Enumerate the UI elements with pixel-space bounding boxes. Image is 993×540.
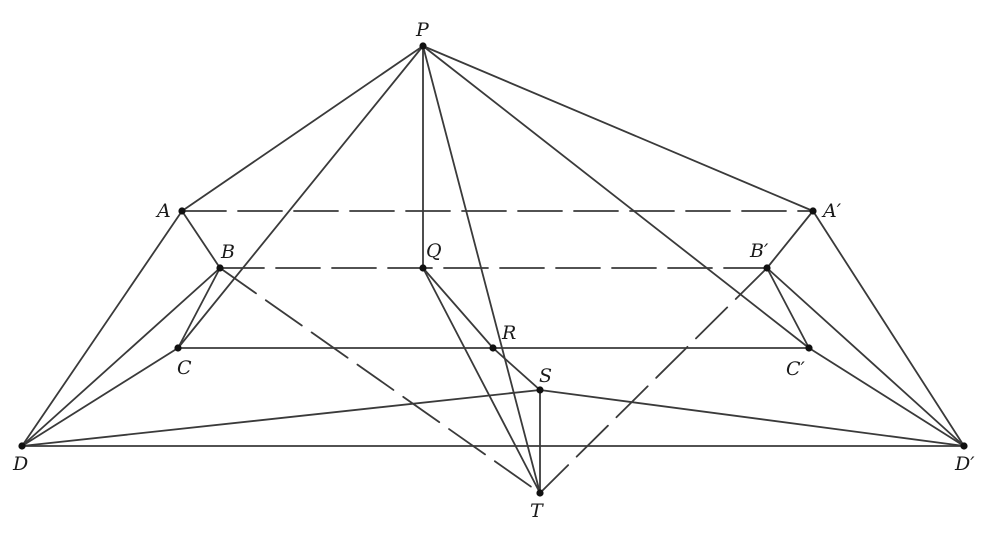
label-P: P <box>415 19 430 41</box>
segment-A-B <box>181 210 221 269</box>
point-Q <box>419 264 427 272</box>
label-C: C <box>177 357 192 379</box>
segment-B2-D2 <box>766 267 965 447</box>
point-B2 <box>763 264 771 272</box>
point-A <box>178 207 186 215</box>
segment-C2-D2 <box>808 347 965 447</box>
label-A2: A′ <box>821 200 842 222</box>
segment-Q-T <box>422 267 541 494</box>
label-T: T <box>530 500 544 522</box>
label-B: B <box>220 241 235 263</box>
segment-B-D <box>21 267 221 447</box>
dashed-segment-B2-T <box>539 267 768 494</box>
segment-A2-D2 <box>812 210 965 447</box>
segment-R-S <box>492 347 541 391</box>
point-C2 <box>805 344 813 352</box>
segment-Q-R <box>422 267 494 349</box>
edges-layer <box>21 45 965 494</box>
label-S: S <box>539 365 552 387</box>
point-D <box>18 442 26 450</box>
labels-layer: P A B C D A′ B′ C′ D′ Q R S T <box>12 19 975 522</box>
points-layer <box>18 42 968 497</box>
point-S <box>536 386 544 394</box>
segment-P-A2 <box>422 45 814 212</box>
point-T <box>536 489 544 497</box>
segment-A2-B2 <box>766 210 814 269</box>
segment-C-D <box>21 347 179 447</box>
segment-P-C2 <box>422 45 810 349</box>
segment-B2-C2 <box>766 267 810 349</box>
point-C <box>174 344 182 352</box>
point-R <box>489 344 497 352</box>
segment-B-C <box>177 267 221 349</box>
point-D2 <box>960 442 968 450</box>
label-A: A <box>155 200 171 222</box>
segment-P-T <box>422 45 541 494</box>
point-B <box>216 264 224 272</box>
dashed-segment-B-T <box>219 267 541 494</box>
label-R: R <box>501 322 516 344</box>
label-Q: Q <box>426 240 442 262</box>
label-D: D <box>12 453 28 475</box>
label-D2: D′ <box>954 453 975 475</box>
label-B2: B′ <box>749 240 769 262</box>
point-P <box>419 42 427 50</box>
segment-D-S <box>21 389 541 447</box>
segment-P-A <box>181 45 424 212</box>
segment-P-C <box>177 45 424 349</box>
segment-S-D2 <box>539 389 965 447</box>
point-A2 <box>809 207 817 215</box>
label-C2: C′ <box>786 358 806 380</box>
segment-A-D <box>21 210 183 447</box>
